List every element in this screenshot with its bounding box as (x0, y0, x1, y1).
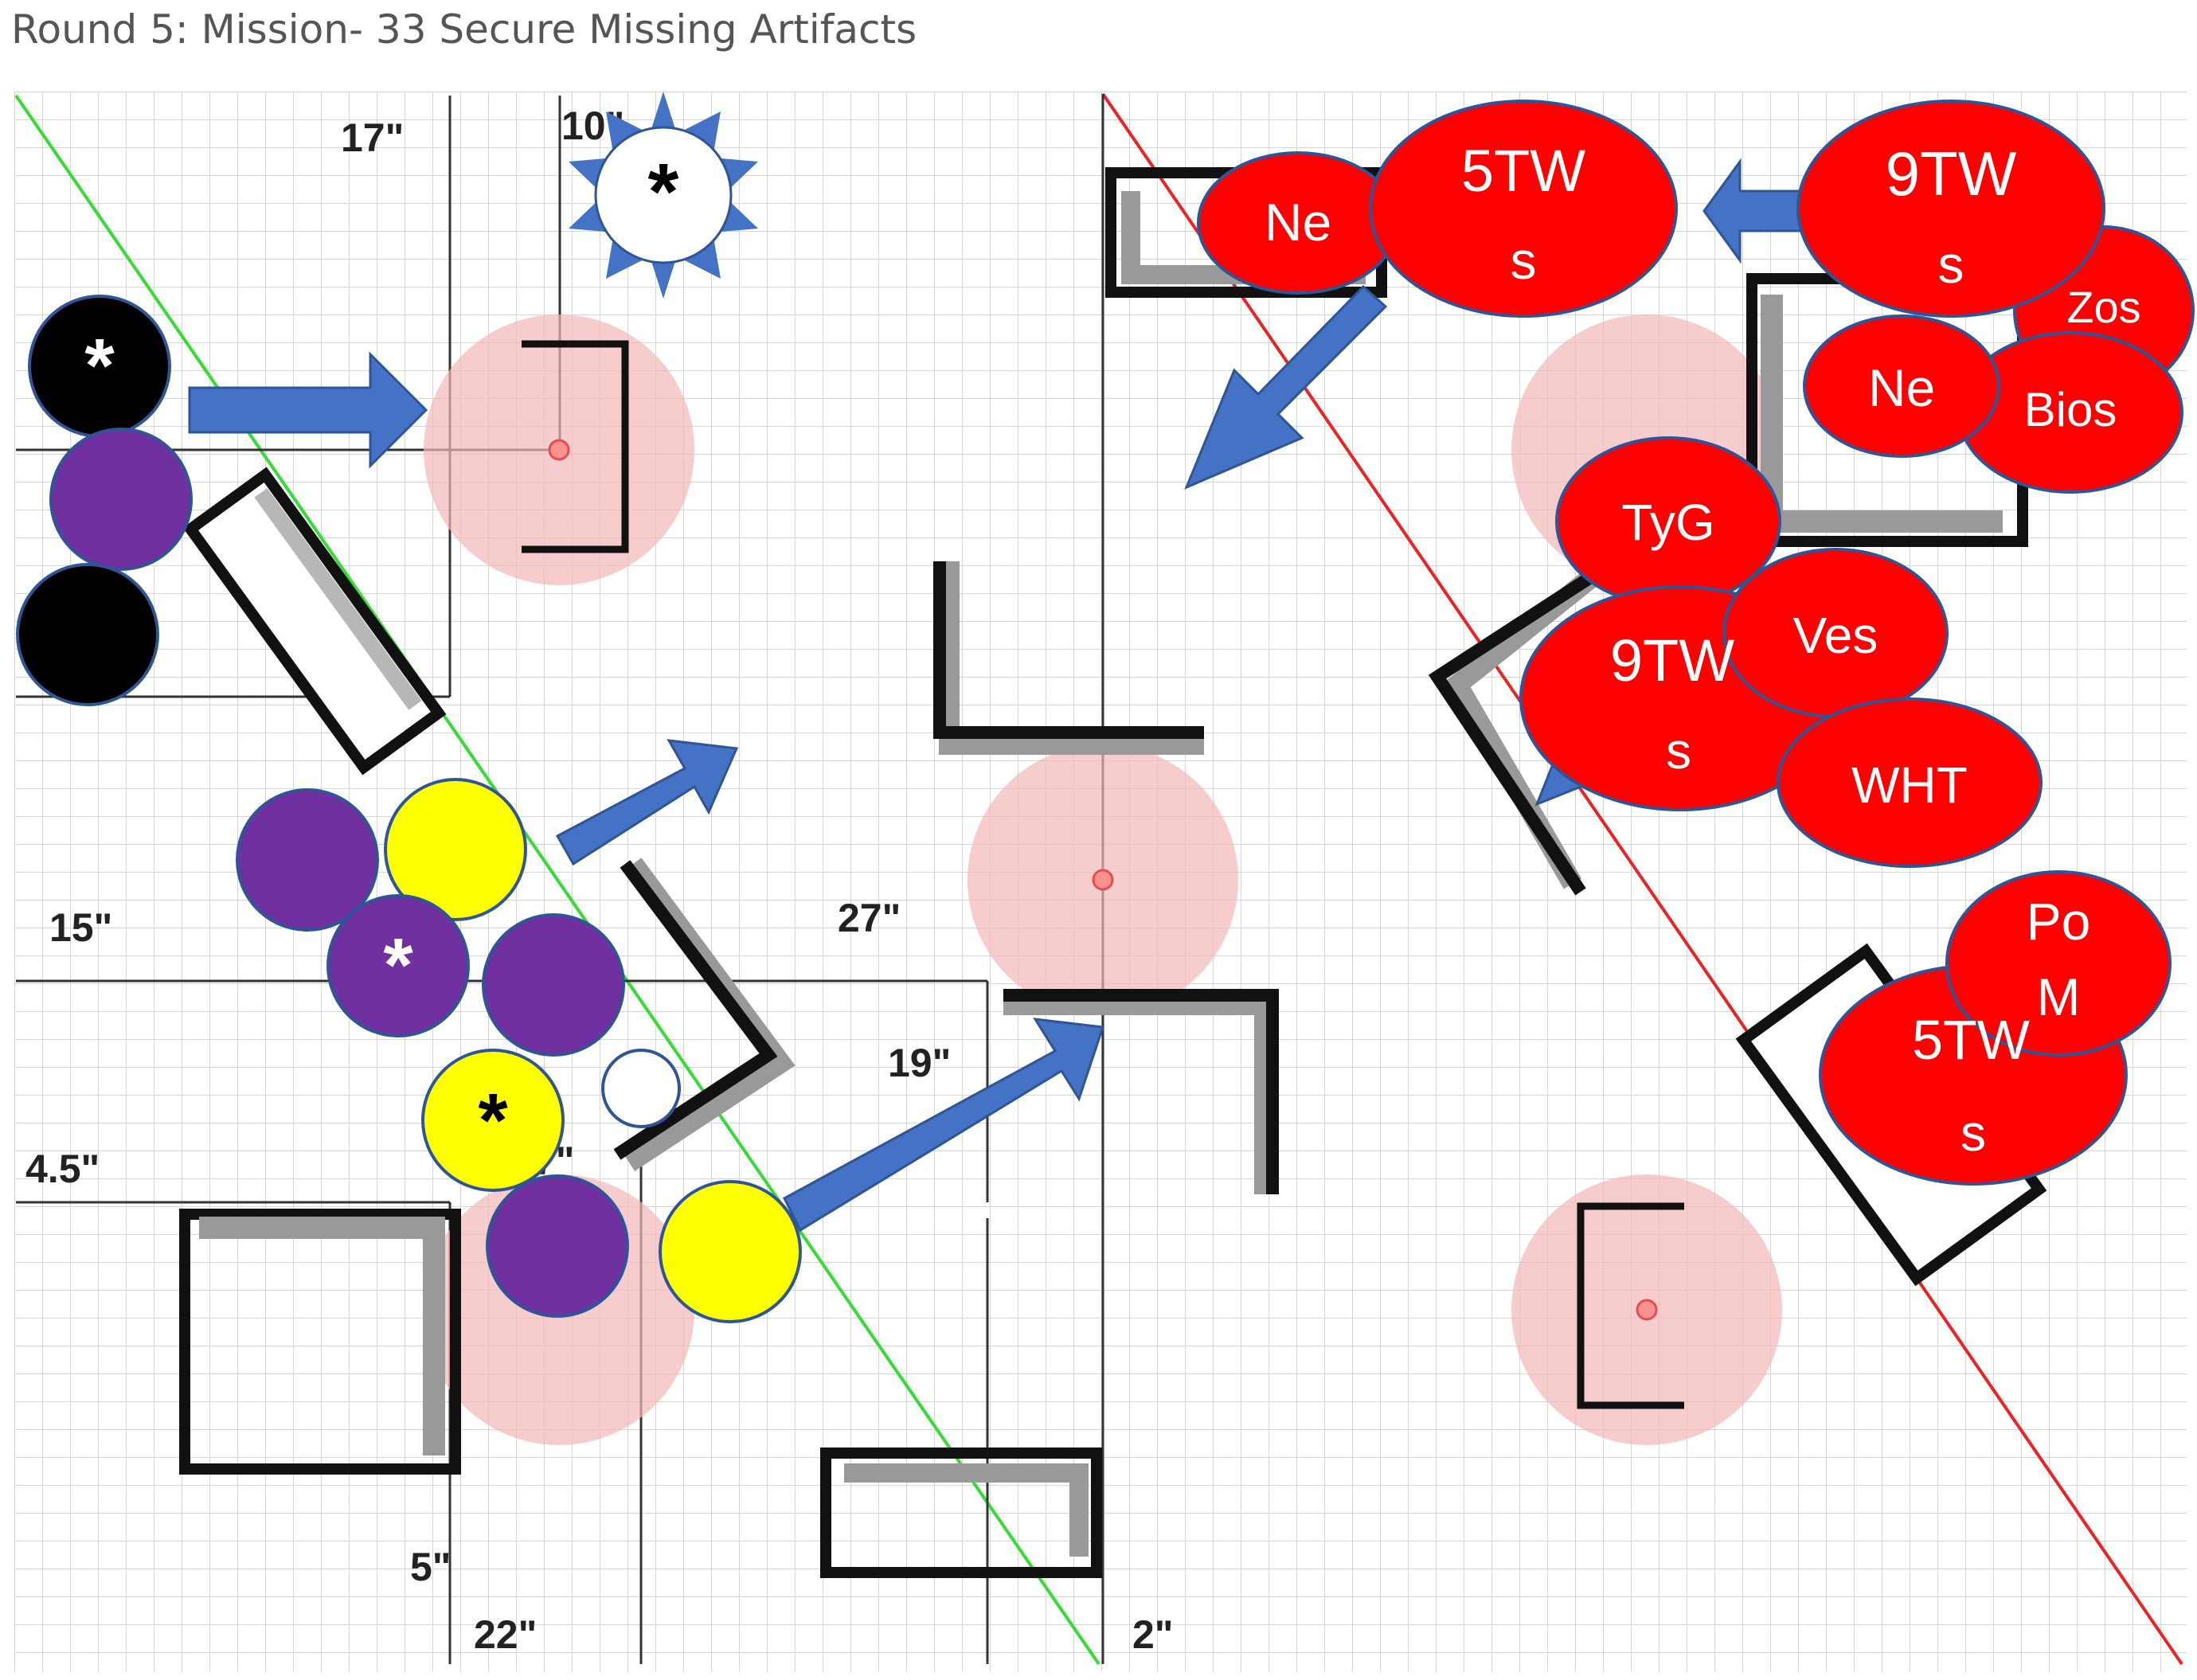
yellow-unit-token (384, 778, 527, 921)
red-label: s (1938, 235, 1964, 294)
red-label: Zos (2066, 282, 2140, 332)
green-deployment-line (14, 94, 1100, 1666)
purple-unit-token (326, 894, 470, 1037)
terrain-square (179, 1209, 461, 1475)
measurement-15: 15" (49, 905, 112, 950)
terrain-rect (820, 1448, 1102, 1578)
red-unit-labels: Ne 5TW s 9TW s Zos Ne Bios TyG 9TW s Ves… (1265, 138, 2141, 1162)
red-label: 5TW (1461, 138, 1585, 204)
red-label: 9TW (1886, 139, 2017, 209)
red-label: s (1960, 1104, 1986, 1162)
page-title: Round 5: Mission- 33 Secure Missing Arti… (11, 6, 917, 53)
purple-unit-token (482, 913, 625, 1057)
red-label: Ne (1868, 358, 1935, 417)
measurement-22: 22" (474, 1612, 537, 1657)
red-unit-token (1945, 870, 2172, 1057)
white-unit-token (601, 1049, 681, 1128)
terrain-l-wall (939, 561, 1204, 755)
movement-arrows (188, 158, 1821, 1233)
terrain-bracket (1577, 1202, 1684, 1409)
player-units (16, 295, 802, 1323)
purple-unit-token (486, 1174, 629, 1318)
terrain-l-wall (1003, 994, 1275, 1194)
arrow-icon (1184, 284, 1388, 490)
arrow-icon (188, 351, 428, 469)
red-unit-token (1803, 315, 2000, 458)
measurement-27: 27" (838, 896, 901, 940)
red-unit-token (1777, 697, 2043, 868)
red-label: Bios (2024, 383, 2117, 436)
measurement-19: 19" (888, 1041, 951, 1085)
unit-asterisk: * (478, 1078, 508, 1163)
sun-marker-icon: * (569, 92, 758, 299)
unit-asterisk: * (383, 923, 413, 1008)
sun-marker-asterisk: * (648, 147, 679, 236)
arrow-icon (555, 739, 739, 866)
terrain-pieces (179, 167, 2047, 1578)
measurement-4-5: 4.5" (25, 1147, 100, 1191)
red-label: 5TW (1912, 1009, 2030, 1071)
red-label: s (1511, 231, 1537, 290)
red-units (1197, 100, 2195, 1186)
objective-marker (548, 439, 570, 461)
red-label: 9TW (1610, 627, 1734, 693)
yellow-unit-token (421, 1049, 565, 1192)
red-label: WHT (1851, 756, 1968, 814)
objective-marker (1636, 1299, 1658, 1321)
red-label: M (2037, 967, 2081, 1026)
terrain-bracket (522, 340, 629, 553)
measurement-17: 17" (341, 115, 404, 160)
red-label: Po (2027, 892, 2091, 951)
red-deployment-line (1101, 92, 2183, 1666)
red-label: Ne (1265, 193, 1331, 252)
unit-markers: * * * (84, 323, 508, 1163)
unit-asterisk: * (84, 323, 115, 408)
measurement-5: 5" (410, 1545, 452, 1589)
black-unit-token (16, 563, 159, 706)
red-unit-token (1796, 100, 2105, 318)
yellow-unit-token (659, 1180, 802, 1323)
purple-unit-token (49, 428, 193, 571)
measurement-2: 2" (1132, 1612, 1174, 1657)
purple-unit-token (236, 788, 379, 932)
red-label: s (1666, 722, 1691, 779)
arrow-icon (783, 1018, 1105, 1233)
red-unit-token (1369, 100, 1678, 318)
red-label: Ves (1793, 607, 1878, 664)
red-label: TyG (1621, 494, 1714, 551)
objective-marker (1092, 869, 1114, 891)
